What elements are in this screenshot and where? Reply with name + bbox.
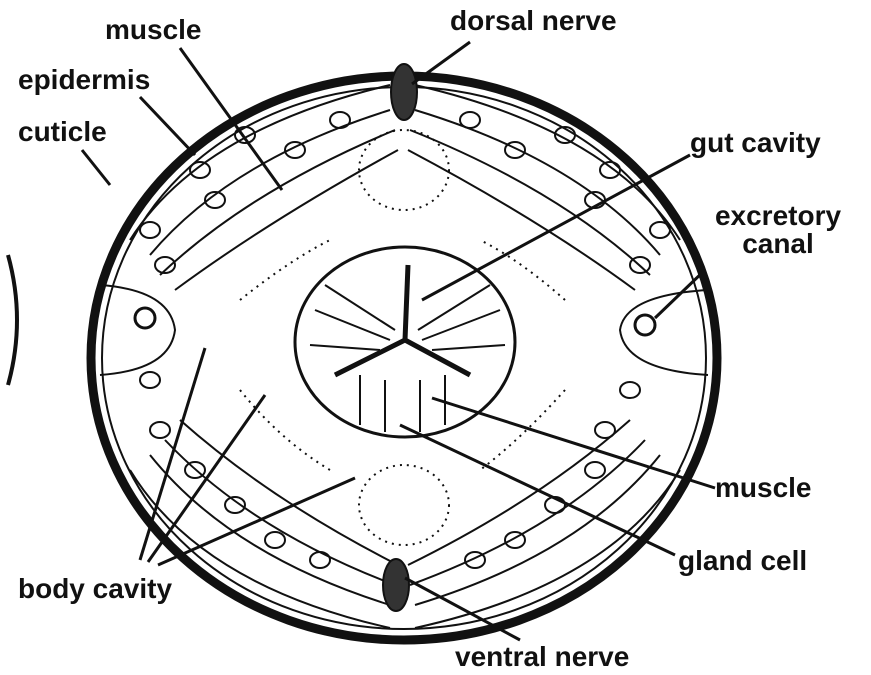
right-excretory-canal — [635, 315, 655, 335]
label-excretory-canal: excretory canal — [698, 202, 858, 258]
label-gut-cavity: gut cavity — [690, 129, 821, 157]
dorsal-nerve-shape — [391, 64, 417, 120]
label-cuticle: cuticle — [18, 118, 107, 146]
label-muscle-top: muscle — [105, 16, 202, 44]
label-ventral-nerve: ventral nerve — [455, 643, 629, 671]
label-muscle-right: muscle — [715, 474, 812, 502]
label-excretory-line-1: excretory — [698, 202, 858, 230]
cuticle-outline — [91, 76, 717, 640]
label-gland-cell: gland cell — [678, 547, 807, 575]
label-body-cavity: body cavity — [18, 575, 172, 603]
leader-epidermis — [140, 97, 195, 155]
leader-cuticle — [82, 150, 110, 185]
right-lateral-cord — [620, 290, 708, 375]
ventral-nerve-shape — [383, 559, 409, 611]
left-excretory-canal — [135, 308, 155, 328]
label-dorsal-nerve: dorsal nerve — [450, 7, 617, 35]
label-excretory-line-2: canal — [698, 230, 858, 258]
leader-body-cavity-3 — [158, 478, 355, 565]
left-lateral-cord — [100, 285, 175, 375]
adjacent-section-edge — [8, 255, 17, 385]
epidermis-outline — [102, 87, 706, 629]
leader-muscle-right — [432, 398, 715, 488]
label-epidermis: epidermis — [18, 66, 150, 94]
leader-gland-cell — [400, 425, 675, 555]
gut-cavity-lumen — [335, 265, 470, 375]
muscle-cells — [130, 85, 680, 628]
